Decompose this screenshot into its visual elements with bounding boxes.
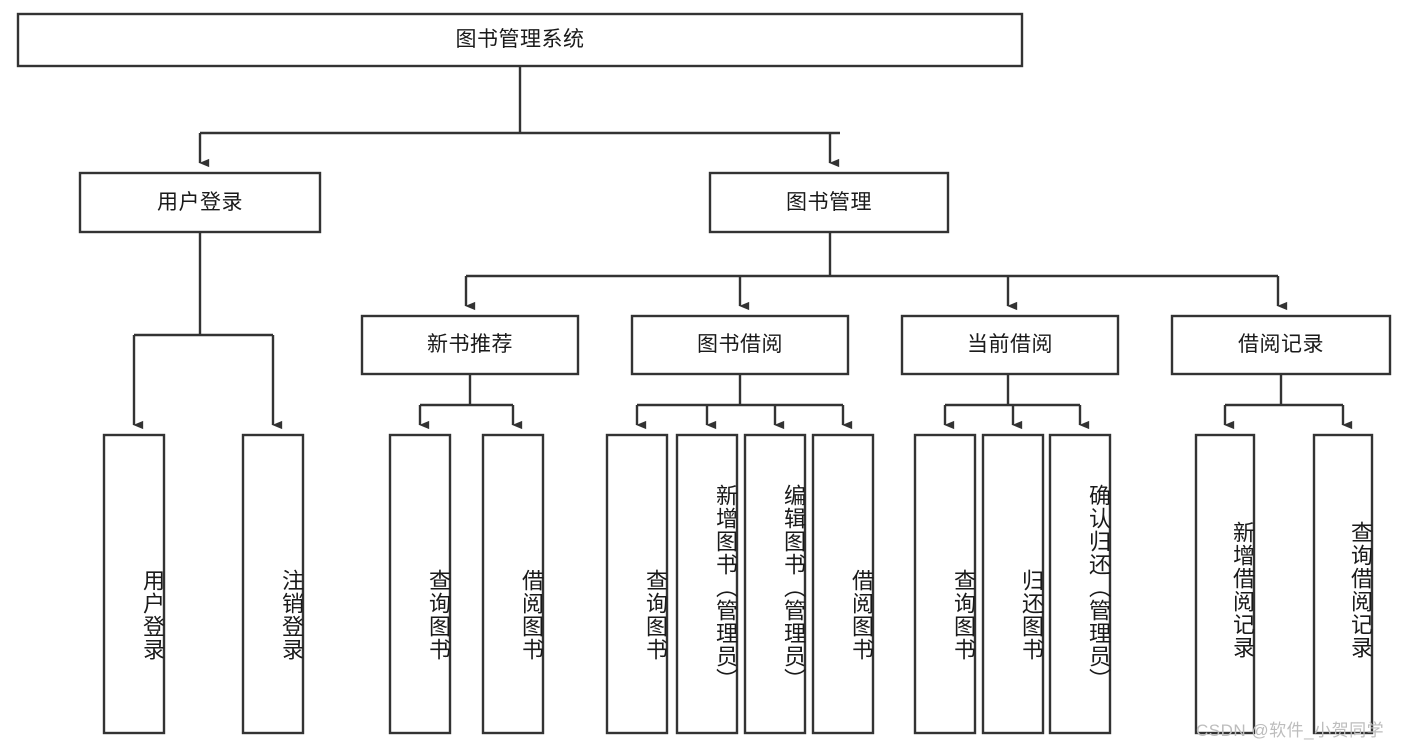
node-box-current-borrow[interactable]	[900, 314, 1120, 376]
node-box-leaf-add-book[interactable]	[675, 433, 739, 735]
node-box-book-borrow[interactable]	[630, 314, 850, 376]
node-box-leaf-user-login[interactable]	[102, 433, 166, 735]
node-box-leaf-edit-book[interactable]	[743, 433, 807, 735]
node-box-book-manage[interactable]	[708, 171, 950, 234]
node-box-leaf-query-record[interactable]	[1312, 433, 1374, 735]
node-box-leaf-confirm-return[interactable]	[1048, 433, 1112, 735]
node-box-leaf-borrow-book[interactable]	[811, 433, 875, 735]
node-box-user-login[interactable]	[78, 171, 322, 234]
node-box-leaf-add-record[interactable]	[1194, 433, 1256, 735]
node-box-leaf-query-book-rec[interactable]	[388, 433, 452, 735]
node-box-borrow-record[interactable]	[1170, 314, 1392, 376]
node-box-leaf-borrow-book-rec[interactable]	[481, 433, 545, 735]
node-box-leaf-return-book[interactable]	[981, 433, 1045, 735]
node-box-new-book-recommend[interactable]	[360, 314, 580, 376]
node-box-leaf-user-logout[interactable]	[241, 433, 305, 735]
node-box-leaf-query-book-cur[interactable]	[913, 433, 977, 735]
node-box-root[interactable]	[16, 12, 1024, 68]
node-box-leaf-query-book-borrow[interactable]	[605, 433, 669, 735]
